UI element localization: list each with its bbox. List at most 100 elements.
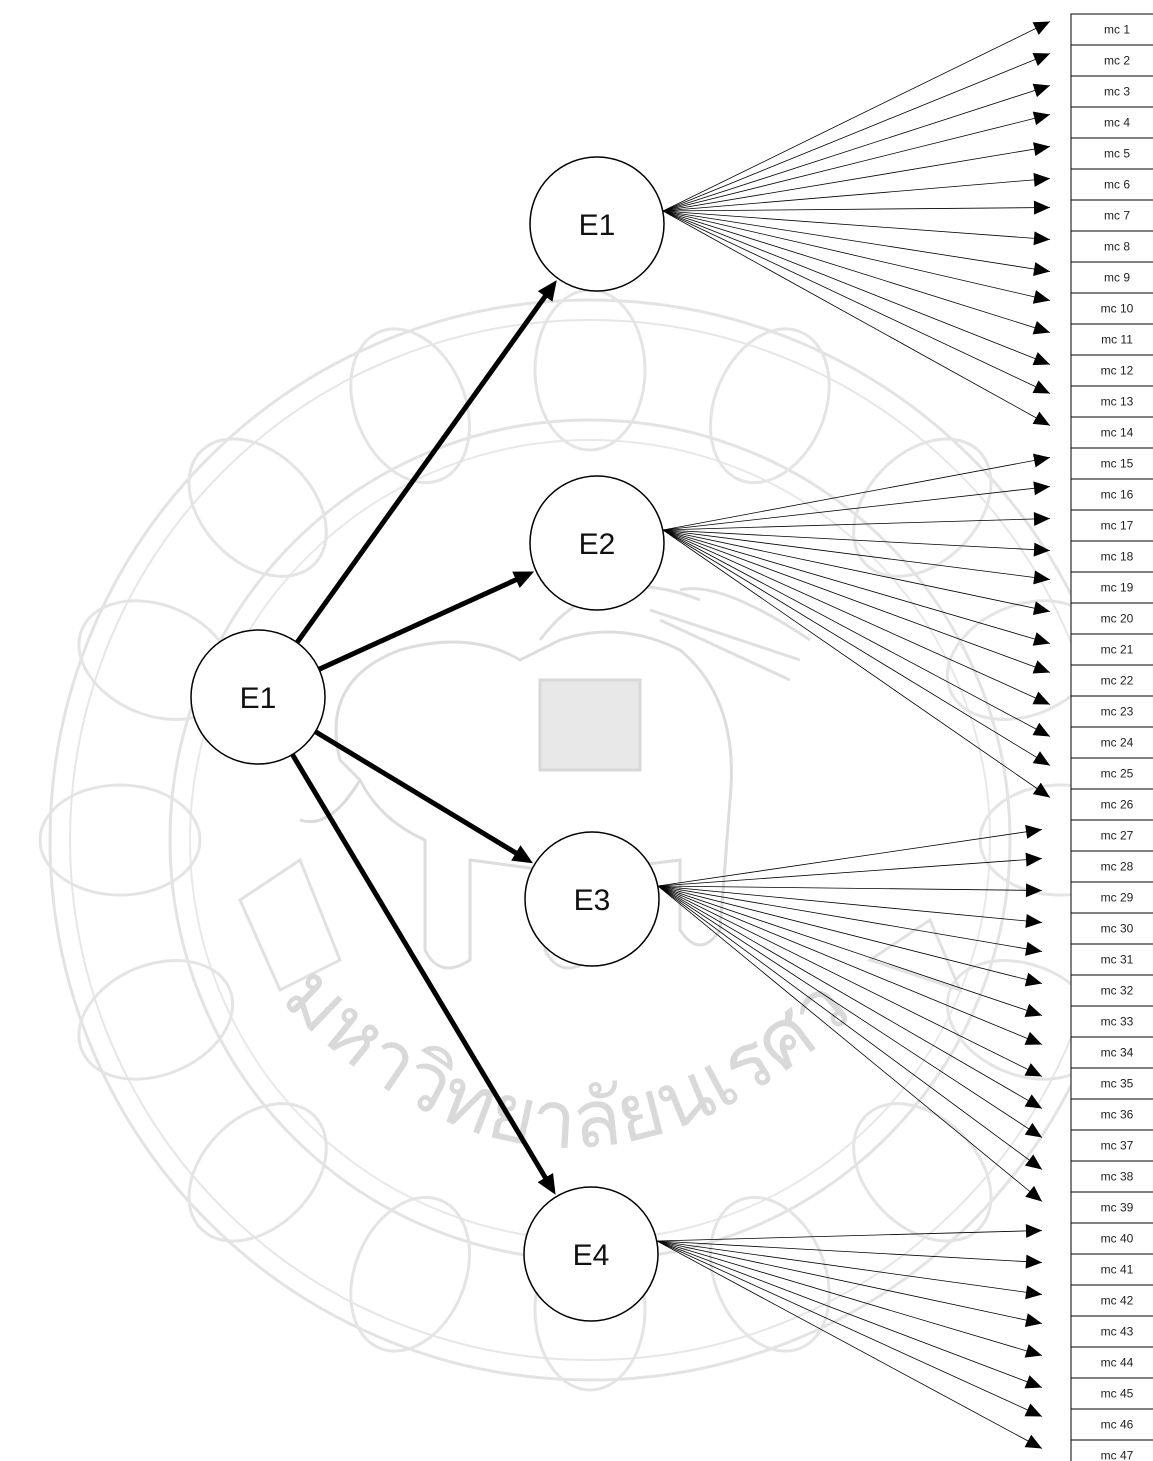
seal-petal bbox=[709, 327, 831, 485]
mc-box bbox=[1070, 75, 1153, 108]
mc-label: mc 43 bbox=[1101, 1325, 1134, 1339]
mc-label: mc 2 bbox=[1104, 54, 1130, 68]
leaf-arrowhead bbox=[1033, 142, 1050, 157]
mc-label: mc 8 bbox=[1104, 240, 1130, 254]
leaf-edges bbox=[656, 21, 1051, 1449]
mc-label: mc 37 bbox=[1101, 1139, 1134, 1153]
leaf-edge bbox=[662, 210, 1051, 272]
leaf-arrowhead bbox=[1025, 883, 1042, 898]
leaf-edge bbox=[657, 885, 1043, 1016]
mc-box bbox=[1070, 509, 1153, 542]
child-node-4-label: E4 bbox=[573, 1239, 610, 1272]
mc-label: mc 45 bbox=[1101, 1387, 1134, 1401]
mc-label: mc 9 bbox=[1104, 271, 1130, 285]
leaf-arrowhead bbox=[1033, 481, 1050, 496]
mc-label: mc 15 bbox=[1101, 457, 1134, 471]
mc-label: mc 18 bbox=[1101, 550, 1134, 564]
leaf-arrowhead bbox=[1025, 1223, 1042, 1238]
leaf-edge bbox=[657, 885, 1043, 952]
mc-box bbox=[1070, 1315, 1153, 1348]
mc-label: mc 47 bbox=[1101, 1449, 1134, 1461]
child-node-2-label: E2 bbox=[579, 528, 616, 561]
mc-box bbox=[1070, 602, 1153, 635]
mc-label: mc 34 bbox=[1101, 1046, 1134, 1060]
leaf-arrowhead bbox=[1032, 380, 1050, 394]
seal-petal bbox=[852, 437, 993, 578]
root-arrowhead bbox=[537, 280, 557, 302]
seal-petal bbox=[852, 1102, 993, 1243]
leaf-arrowhead bbox=[1032, 722, 1050, 737]
leaf-edge bbox=[662, 529, 1051, 766]
leaf-edge bbox=[657, 885, 1043, 1045]
leaf-arrowhead bbox=[1025, 852, 1042, 867]
mc-label: mc 11 bbox=[1101, 333, 1133, 347]
leaf-arrowhead bbox=[1032, 111, 1050, 126]
mc-label: mc 24 bbox=[1101, 736, 1134, 750]
leaf-arrowhead bbox=[1032, 632, 1050, 646]
mc-label: mc 10 bbox=[1101, 302, 1134, 316]
leaf-arrowhead bbox=[1033, 231, 1050, 246]
elephant-emblem bbox=[299, 585, 811, 970]
leaf-arrowhead bbox=[1032, 321, 1050, 335]
child-node-4: E4 bbox=[523, 1186, 659, 1322]
leaf-edge bbox=[657, 885, 1043, 984]
mc-label: mc 31 bbox=[1101, 953, 1134, 967]
leaf-edge bbox=[657, 829, 1043, 887]
child-node-1-label: E1 bbox=[579, 209, 616, 242]
mc-label: mc 19 bbox=[1101, 581, 1134, 595]
mc-label: mc 3 bbox=[1104, 85, 1130, 99]
leaf-edge bbox=[662, 210, 1051, 365]
leaf-edge bbox=[657, 858, 1043, 887]
leaf-edge bbox=[656, 1240, 1043, 1388]
seal-petal bbox=[77, 959, 235, 1081]
mc-box bbox=[1070, 13, 1153, 46]
leaf-arrowhead bbox=[1032, 453, 1050, 468]
leaf-arrowhead bbox=[1024, 1003, 1042, 1018]
leaf-edge bbox=[662, 146, 1051, 212]
leaf-edge bbox=[662, 114, 1051, 212]
leaf-arrowhead bbox=[1032, 782, 1050, 798]
mc-box bbox=[1070, 1377, 1153, 1410]
leaf-edge bbox=[657, 885, 1043, 1109]
root-arrowhead bbox=[511, 845, 533, 864]
mc-label: mc 5 bbox=[1104, 147, 1130, 161]
mc-box bbox=[1070, 1439, 1153, 1461]
mc-label: mc 35 bbox=[1101, 1077, 1134, 1091]
leaf-arrowhead bbox=[1025, 1285, 1042, 1300]
leaf-edge bbox=[662, 53, 1051, 212]
leaf-edge bbox=[657, 885, 1043, 1202]
leaf-edge bbox=[662, 210, 1051, 240]
leaf-arrowhead bbox=[1025, 941, 1042, 956]
mc-label: mc 21 bbox=[1101, 643, 1134, 657]
leaf-edge bbox=[662, 85, 1051, 212]
leaf-edge bbox=[662, 210, 1051, 394]
mc-box bbox=[1070, 447, 1153, 480]
seal-petal bbox=[349, 1195, 471, 1353]
mc-box bbox=[1070, 44, 1153, 77]
leaf-arrowhead bbox=[1025, 1254, 1042, 1269]
mc-box bbox=[1070, 230, 1153, 263]
mc-label: mc 36 bbox=[1101, 1108, 1134, 1122]
leaf-edge bbox=[662, 529, 1051, 673]
leaf-edge bbox=[662, 529, 1051, 612]
mc-box bbox=[1070, 974, 1153, 1007]
leaf-arrowhead bbox=[1024, 1313, 1042, 1327]
leaf-arrowhead bbox=[1033, 262, 1050, 276]
mc-box bbox=[1070, 1346, 1153, 1379]
leaf-edge bbox=[662, 21, 1051, 212]
leaf-arrowhead bbox=[1033, 172, 1050, 187]
child-node-3: E3 bbox=[524, 831, 660, 967]
mc-box bbox=[1070, 664, 1153, 697]
leaf-edge bbox=[656, 1240, 1043, 1356]
leaf-arrowhead bbox=[1024, 1344, 1042, 1358]
mc-label: mc 42 bbox=[1101, 1294, 1134, 1308]
mc-list: mc 1mc 2mc 3mc 4mc 5mc 6mc 7mc 8mc 9mc 1… bbox=[1070, 13, 1153, 1461]
mc-label: mc 13 bbox=[1101, 395, 1134, 409]
mc-label: mc 16 bbox=[1101, 488, 1134, 502]
child-node-3-label: E3 bbox=[574, 884, 611, 917]
mc-box bbox=[1070, 1253, 1153, 1286]
mc-box bbox=[1070, 633, 1153, 666]
leaf-arrowhead bbox=[1024, 972, 1042, 987]
